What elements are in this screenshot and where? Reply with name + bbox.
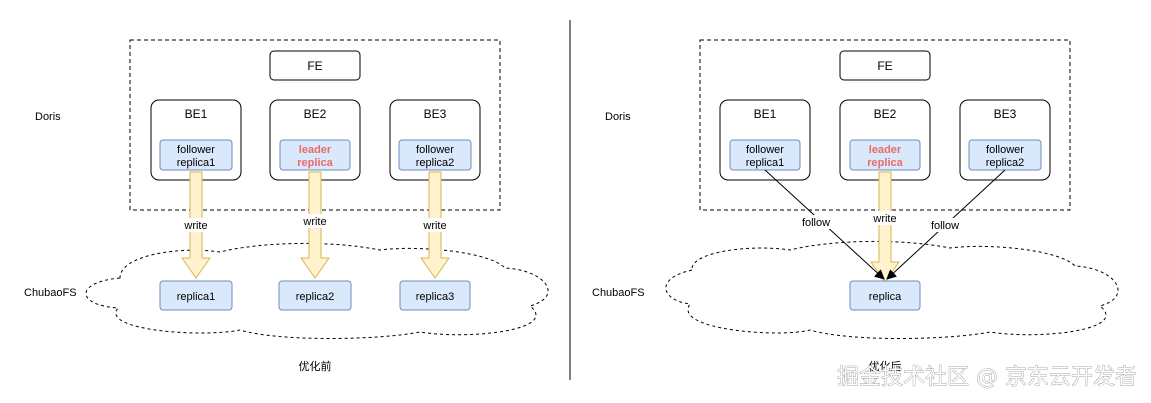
be2-replica-line2: replica: [297, 157, 333, 169]
doris-label-after: Doris: [605, 111, 631, 123]
before-panel: FE BE1 follower replica1 BE2 leader repl…: [24, 39, 549, 373]
caption-after: 优化后: [869, 359, 902, 373]
be2-label: BE2: [304, 107, 327, 121]
fs-replica3-box: [399, 280, 471, 311]
write-label-3: write: [422, 220, 446, 232]
be3-replica-line2-after: replica2: [986, 157, 1025, 169]
fe-box: [269, 50, 361, 81]
be1-label-after: BE1: [754, 107, 777, 121]
fe-label: FE: [307, 59, 322, 73]
be3-replica-line2: replica2: [416, 157, 455, 169]
after-panel: FE BE1 follower replica1 BE2 leader repl…: [592, 39, 1119, 373]
be2-replica-line1: leader: [299, 144, 332, 156]
be3-label-after: BE3: [994, 107, 1017, 121]
fs-replica2-label: replica2: [296, 291, 335, 303]
be3-replica-line1-after: follower: [986, 144, 1024, 156]
be1-replica-line2-after: replica1: [746, 157, 785, 169]
be1-replica-box: [159, 139, 233, 171]
be1-replica-line1-after: follower: [746, 144, 784, 156]
be2-replica-line2-after: replica: [867, 157, 903, 169]
fs-replica3-label: replica3: [416, 291, 455, 303]
be3-label: BE3: [424, 107, 447, 121]
doris-label: Doris: [35, 111, 61, 123]
fe-label-after: FE: [877, 59, 892, 73]
be1-replica-line1: follower: [177, 144, 215, 156]
follow-label-left: follow: [802, 217, 830, 229]
chubaofs-label-after: ChubaoFS: [592, 287, 645, 299]
fs-replica2-box: [278, 280, 352, 311]
be2-replica-line1-after: leader: [869, 144, 902, 156]
fs-replica1-box: [159, 280, 233, 311]
fs-replica-box-after: [849, 280, 921, 311]
be2-replica-box-after: [849, 139, 921, 171]
fe-box-after: [839, 50, 931, 81]
be1-replica-line2: replica1: [177, 157, 216, 169]
be2-replica-box: [279, 139, 351, 171]
be3-replica-box: [398, 139, 472, 171]
write-label-2: write: [302, 216, 326, 228]
fs-replica1-label: replica1: [177, 291, 216, 303]
caption-before: 优化前: [299, 359, 332, 373]
write-label-after: write: [872, 213, 896, 225]
watermark: 掘金技术社区 @ 京东云开发者: [837, 365, 1137, 390]
chubaofs-label: ChubaoFS: [24, 287, 77, 299]
be3-replica-line1: follower: [416, 144, 454, 156]
be2-label-after: BE2: [874, 107, 897, 121]
follow-label-right: follow: [931, 220, 959, 232]
fs-replica-label-after: replica: [869, 291, 902, 303]
be1-label: BE1: [185, 107, 208, 121]
write-label-1: write: [183, 220, 207, 232]
